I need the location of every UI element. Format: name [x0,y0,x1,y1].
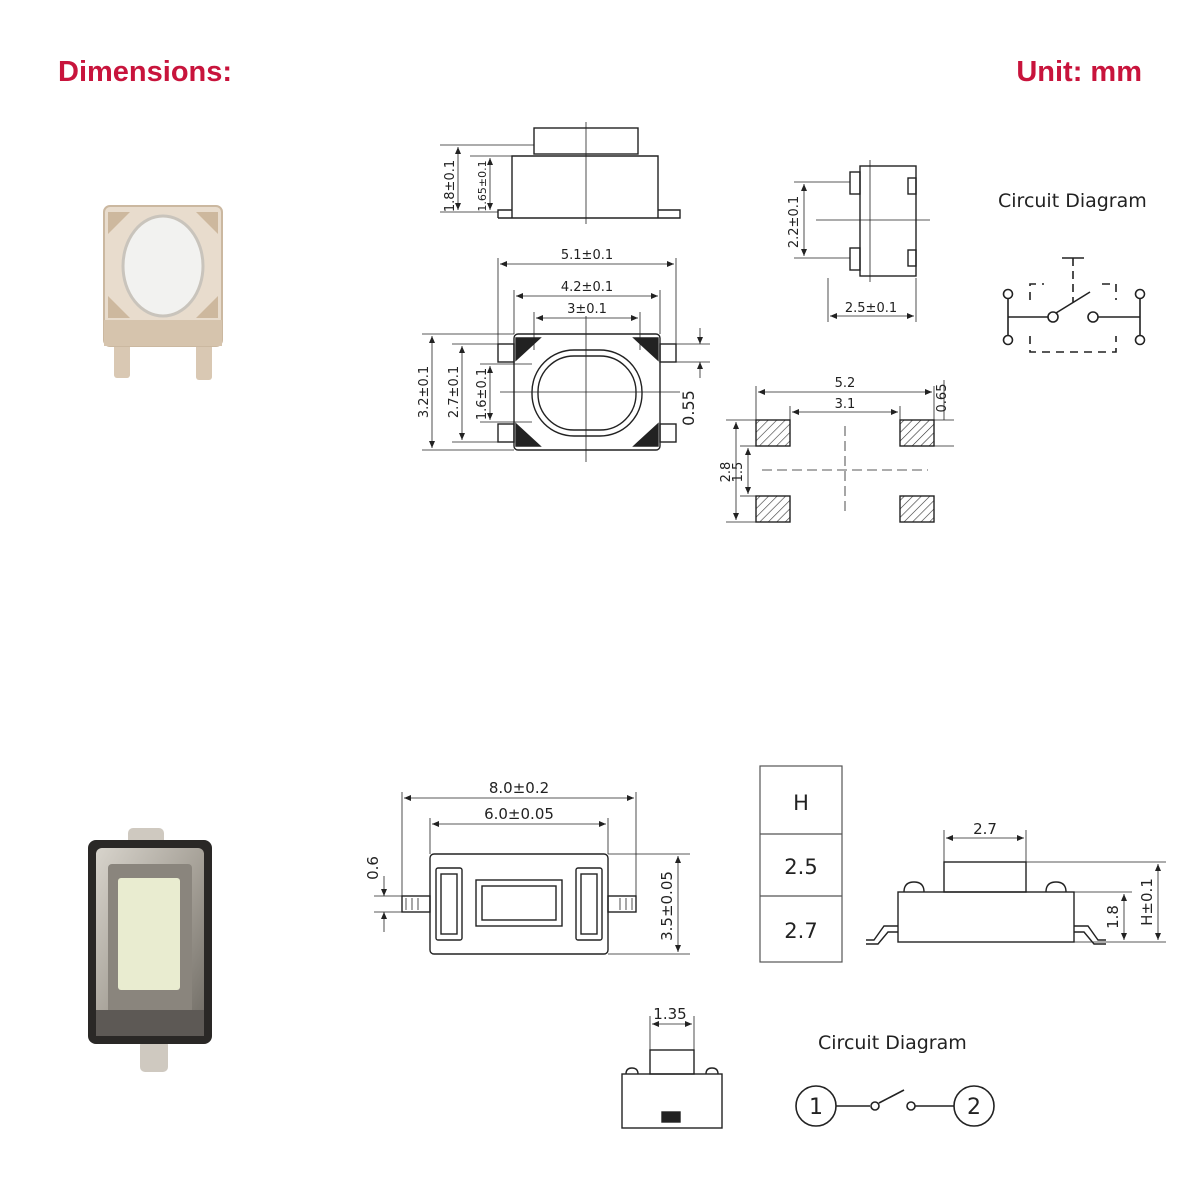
dim-s2-side-total-height: H±0.1 [1138,878,1156,926]
dim-s2-side-body-height: 1.8 [1104,905,1122,929]
dim-s1-end-height: 2.2±0.1 [787,196,802,248]
product-photo-switch-2 [88,828,212,1072]
circuit-diagram-title-2: Circuit Diagram [818,1032,967,1054]
dim-s1-pad-span-outer: 5.2 [835,376,856,391]
dim-s1-top-height-overall: 3.2±0.1 [417,366,432,418]
dim-s2-side-actuator-width: 2.7 [973,820,997,838]
product-photo-switch-1 [103,205,223,380]
height-table-row-2: 2.7 [784,919,817,943]
dim-s2-top-lead-width: 0.6 [364,856,382,880]
dim-s1-top-height-actuator: 1.6±0.1 [475,368,490,420]
circuit-pin-2: 2 [967,1095,981,1120]
dim-s1-top-height-body: 2.7±0.1 [447,366,462,418]
dim-s1-end-width: 2.5±0.1 [845,301,897,316]
dim-s1-top-width-body: 4.2±0.1 [561,280,613,295]
dim-s1-top-lead-width: 0.55 [679,390,698,426]
dim-s1-side-h-body: 1.65±0.1 [476,160,489,211]
page-title: Dimensions: [58,56,233,88]
dim-s1-top-width-overall: 5.1±0.1 [561,248,613,263]
dim-s2-top-body-width: 3.5±0.05 [658,871,676,941]
dim-s1-top-width-actuator: 3±0.1 [567,302,607,317]
dim-s1-pad-size: 0.65 [935,384,950,413]
circuit-diagram-title-1: Circuit Diagram [998,190,1147,212]
switch2-end-view [621,1016,723,1129]
switch2-side-view [866,830,1166,945]
dim-s1-pad-span-inner: 3.1 [835,397,856,412]
dim-s1-side-h-total: 1.8±0.1 [443,160,458,212]
height-table-row-1: 2.5 [784,855,817,879]
switch1-side-view [440,122,681,224]
unit-label: Unit: mm [1016,56,1142,88]
switch1-pad-layout [726,380,954,523]
switch1-end-view [794,160,930,322]
switch2-top-view [374,792,690,955]
switch1-top-view [422,258,710,462]
dim-s1-pad-pitch-inner: 1.5 [731,462,746,483]
dim-s2-top-length-overall: 8.0±0.2 [489,779,549,797]
switch2-height-table [759,765,843,963]
dim-s2-top-length-body: 6.0±0.05 [484,805,554,823]
switch2-circuit-diagram [795,1085,995,1127]
circuit-pin-1: 1 [809,1095,823,1120]
dim-s1-pad-pitch-outer: 2.8 [719,462,734,483]
height-table-header: H [793,791,809,815]
dim-s2-end-actuator-width: 1.35 [653,1005,686,1023]
switch1-circuit-diagram [1002,257,1146,353]
